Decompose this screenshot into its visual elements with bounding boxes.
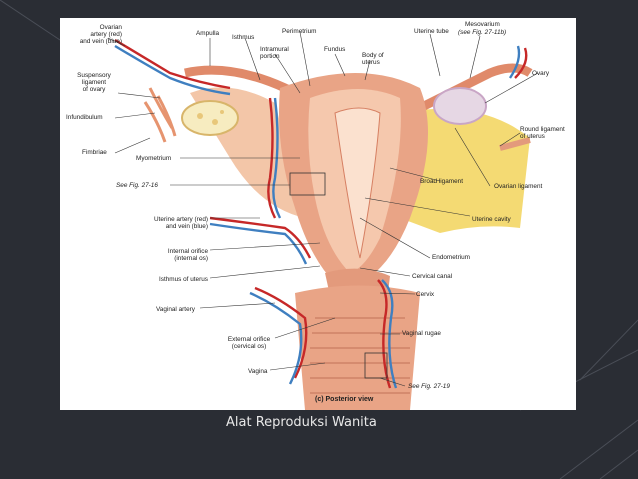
label-perimetrium: Perimetrium [282, 28, 317, 35]
label-myometrium: Myometrium [136, 155, 172, 162]
label-cervix: Cervix [416, 291, 435, 298]
label-mesovarium-ref: (see Fig. 27-11b) [458, 29, 507, 36]
label-see-fig-16: See Fig. 27-16 [116, 182, 158, 189]
anatomy-figure: Ovarian artery (red) and vein (blue) Amp… [60, 18, 576, 410]
view-title: (c) Posterior view [315, 396, 374, 403]
label-vaginal-artery: Vaginal artery [156, 306, 195, 313]
label-mesovarium: Mesovarium [465, 21, 500, 28]
label-broad-ligament: Broad ligament [420, 178, 463, 185]
slide-caption: Alat Reproduksi Wanita [226, 415, 377, 430]
label-suspensory-ligament: Suspensory ligament of ovary [77, 72, 111, 93]
label-external-orifice: External orifice (cervical os) [227, 336, 271, 350]
label-uterine-artery: Uterine artery (red) and vein (blue) [154, 216, 208, 230]
label-see-fig-19: See Fig. 27-19 [408, 383, 450, 390]
label-fimbriae: Fimbriae [82, 149, 107, 156]
label-uterine-tube: Uterine tube [414, 28, 449, 35]
label-endometrium: Endometrium [432, 254, 471, 261]
label-infundibulum: Infundibulum [66, 114, 103, 121]
label-round-ligament: Round ligament of uterus [520, 126, 565, 140]
label-body-of-uterus: Body of uterus [362, 52, 384, 66]
label-ampulla: Ampulla [196, 30, 220, 37]
uterus-illustration [107, 31, 539, 410]
label-uterine-cavity: Uterine cavity [472, 216, 511, 223]
label-cervical-canal: Cervical canal [412, 273, 453, 280]
label-intramural-portion: Intramural portion [260, 46, 289, 60]
label-fundus: Fundus [324, 46, 346, 53]
label-ovarian-artery: Ovarian artery (red) and vein (blue) [79, 24, 122, 45]
label-isthmus-of-uterus: Isthmus of uterus [158, 276, 208, 283]
label-vagina: Vagina [248, 368, 268, 375]
label-ovary: Ovary [532, 70, 550, 77]
label-vaginal-rugae: Vaginal rugae [402, 330, 441, 337]
label-ovarian-ligament: Ovarian ligament [494, 183, 543, 190]
label-isthmus: Isthmus [232, 34, 255, 41]
label-internal-orifice: Internal orifice (internal os) [167, 248, 208, 262]
